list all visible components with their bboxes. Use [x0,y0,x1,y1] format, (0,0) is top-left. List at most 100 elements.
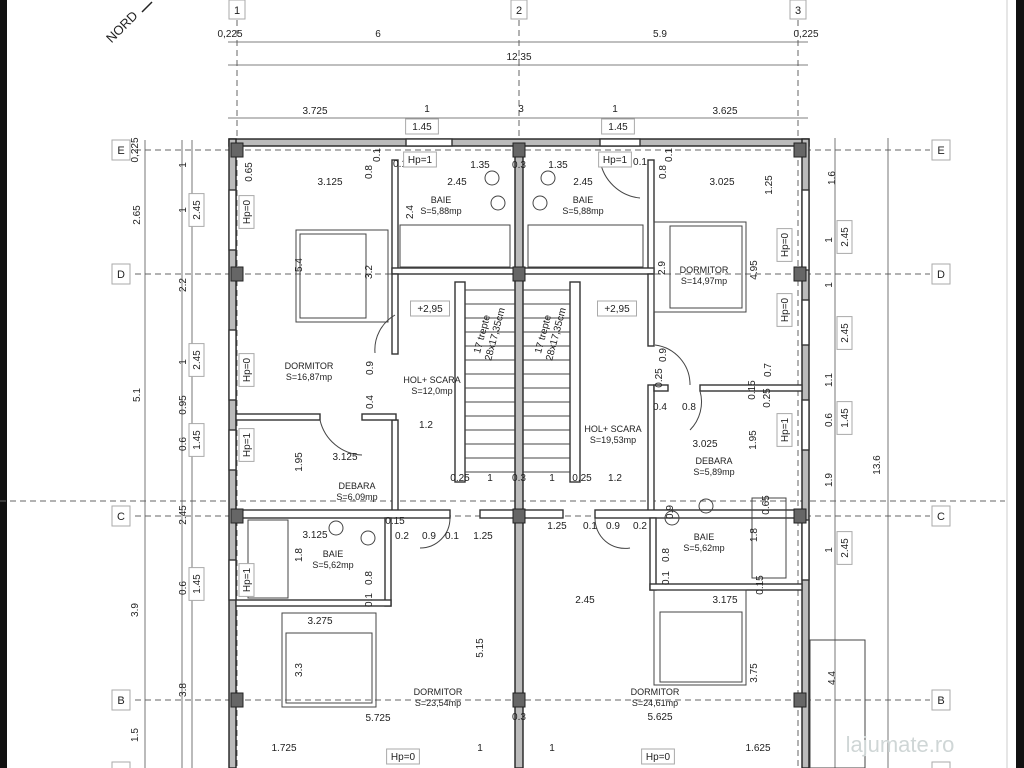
room-name: DEBARA [338,481,375,491]
dimension-label: 2.45 [836,531,853,565]
dimension-label: 1.35 [470,160,490,171]
room-area: S=16,87mp [286,372,332,382]
dimension-value: 1.625 [745,743,770,754]
dimension-label: 1.35 [548,160,568,171]
dimension-value: 1 [824,547,835,553]
dimension-label: 0.15 [747,380,758,400]
dimension-value: 0.3 [512,160,526,171]
room-name: HOL+ SCARA [584,424,641,434]
dimension-label: 3.725 [302,106,327,117]
dimension-label: 1 [178,207,189,213]
dimension-value: 2.9 [657,261,668,275]
dimension-value: 1 [178,162,189,168]
dimension-label: 2.45 [836,220,853,254]
room-area: S=23,54mp [415,698,461,708]
dimension-value: 0.1 [583,521,597,532]
dimension-label: 1.45 [405,118,439,135]
dimension-label: 0.4 [365,395,376,409]
dimension-value: Hp=0 [646,752,671,763]
dimension-value: 1 [178,359,189,365]
dimension-value: 1.1 [824,373,835,387]
dimension-value: 1 [549,743,555,754]
dimension-value: 1.25 [473,531,493,542]
axis-row-B: B [117,695,124,707]
dimension-label: 0.9 [365,361,376,375]
dimension-value: 1.95 [294,452,305,472]
dimension-label: 0.1 [664,148,675,162]
dimension-label: 0.25 [572,473,592,484]
dimension-value: 12.35 [506,52,531,63]
axis-row-B: B [937,695,944,707]
axis-row-C: C [117,511,125,523]
dimension-value: 3.025 [692,439,717,450]
dimension-label: 0.9 [665,505,676,519]
dimension-label: 0.8 [661,548,672,562]
dimension-label: 1.45 [188,567,205,601]
dimension-value: 0.8 [364,165,375,179]
dimension-value: 1.2 [608,473,622,484]
dimension-value: 1 [424,104,430,115]
dimension-label: 0.25 [762,388,773,408]
dimension-value: 0.6 [178,437,189,451]
dimension-value: 0.6 [824,413,835,427]
dimension-value: 1 [824,282,835,288]
dimension-value: 0.25 [450,473,470,484]
dimension-value: 1.95 [748,430,759,450]
room-name: BAIE [694,532,715,542]
dimension-label: 1.45 [836,401,853,435]
dimension-value: 2.45 [192,350,203,370]
dimension-value: 0.25 [762,388,773,408]
dimension-label: Hp=0 [776,293,793,327]
dimension-value: 0.1 [364,593,375,607]
dimension-label: 0.95 [178,395,189,415]
dimension-label: 1.5 [130,728,141,742]
dimension-label: 1 [477,743,483,754]
dimension-value: 3.9 [130,603,141,617]
dimension-value: +2,95 [604,304,630,315]
axis-row-C: C [937,511,945,523]
dimension-value: 3.2 [364,265,375,279]
dimension-value: 2.4 [405,205,416,219]
dimension-label: 1.725 [271,743,296,754]
axis-column-1: 1 [234,5,240,17]
dimension-value: 0,225 [217,29,242,40]
dimension-label: 3.8 [178,683,189,697]
dimension-value: 0.8 [682,402,696,413]
dimension-label: 0.3 [512,473,526,484]
dimension-value: 0.4 [653,402,667,413]
dimension-label: Hp=1 [238,563,255,597]
dimension-value: 0.9 [606,521,620,532]
room-area: S=5,62mp [683,543,724,553]
dimension-label: 1 [612,104,618,115]
dimension-label: 1 [178,359,189,365]
dimension-label: 5.9 [653,29,667,40]
dimension-label: 5.725 [365,713,390,724]
dimension-label: 0.8 [364,571,375,585]
room-area: S=5,88mp [420,206,461,216]
dimension-label: Hp=0 [776,228,793,262]
dimension-value: 6 [375,29,381,40]
dimension-label: 1.95 [748,430,759,450]
dimension-value: 1.25 [764,175,775,195]
dimension-value: 0.3 [512,712,526,723]
dimension-label: 0.1 [583,521,597,532]
dimension-value: 0.3 [512,473,526,484]
dimension-value: 0.95 [178,395,189,415]
dimension-value: 13.6 [872,455,883,475]
dimension-label: 2.9 [657,261,668,275]
dimension-label: 0.8 [658,165,669,179]
dimension-label: 0.25 [450,473,470,484]
dimension-value: 0.2 [395,531,409,542]
dimension-label: Hp=0 [641,748,675,765]
dimension-label: 0.6 [178,437,189,451]
dimension-value: 0.1 [372,148,383,162]
dimension-label: 5.15 [475,638,486,658]
dimension-value: 0.1 [661,571,672,585]
dimension-label: 3.125 [317,177,342,188]
dimension-label: 0.2 [633,521,647,532]
